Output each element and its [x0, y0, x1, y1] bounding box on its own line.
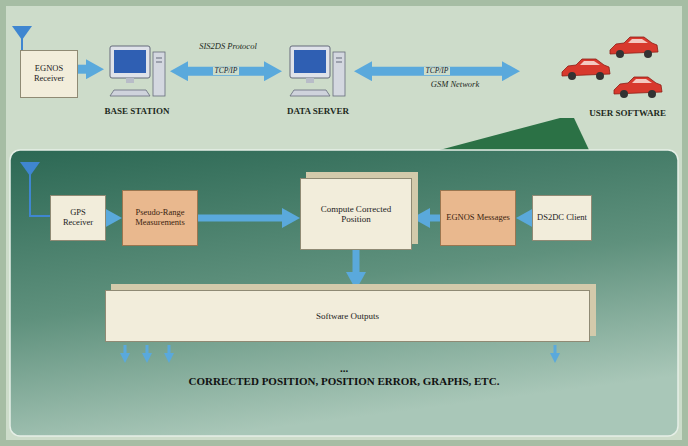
node-label: DS2DC Client	[537, 213, 587, 223]
frame	[3, 3, 685, 443]
flow-arrow	[78, 65, 90, 74]
computer-icon	[290, 46, 345, 96]
receiver-box: EGNOS Receiver	[20, 50, 78, 98]
panel-caption: ...	[340, 362, 348, 375]
flow-arrow	[106, 215, 108, 222]
computer-icon	[110, 46, 165, 96]
protocol-label: SIS2DS Protocol	[198, 42, 258, 51]
node-label: DATA SERVER	[287, 106, 349, 116]
node-label: USER SOFTWARE	[589, 108, 666, 118]
output-box: Software Outputs	[105, 290, 590, 342]
user-cars: USER SOFTWARE	[520, 30, 674, 120]
process-box: DS2DC Client	[532, 195, 592, 241]
car-icon	[614, 77, 662, 98]
data-box: Pseudo-Range Measurements	[122, 190, 198, 246]
node-label: EGNOS Messages	[446, 213, 510, 223]
edge-label: TCP/IP	[424, 67, 451, 75]
process-box: GPS Receiver	[50, 195, 106, 241]
protocol-label: GSM Network	[410, 80, 500, 89]
car-icon	[562, 59, 610, 80]
edge-label: TCP/IP	[213, 67, 240, 75]
gps-antenna	[20, 162, 50, 216]
data-box: EGNOS Messages	[440, 190, 516, 246]
panel-caption: CORRECTED POSITION, POSITION ERROR, GRAP…	[189, 375, 500, 388]
top-antenna	[12, 26, 32, 50]
software-panel: ...CORRECTED POSITION, POSITION ERROR, G…	[10, 150, 678, 436]
computer-station: BASE STATION	[104, 40, 170, 118]
panel-ground	[10, 150, 678, 436]
flow-arrow	[368, 67, 506, 76]
flow-arrow	[184, 67, 268, 76]
computer-station: DATA SERVER	[282, 40, 354, 118]
node-label: Software Outputs	[316, 311, 379, 321]
process-box: Compute Corrected Position	[300, 178, 412, 250]
node-label: GPS Receiver	[55, 208, 101, 228]
node-label: Compute Corrected Position	[305, 204, 407, 225]
node-label: EGNOS Receiver	[25, 64, 73, 84]
flow-arrow	[353, 250, 360, 276]
node-label: BASE STATION	[105, 106, 170, 116]
output-arrows	[125, 345, 555, 358]
car-icon	[610, 37, 658, 58]
zoom-wedge	[432, 118, 590, 152]
flow-arrow	[198, 215, 286, 222]
flow-arrow	[426, 215, 440, 222]
node-label: Pseudo-Range Measurements	[127, 208, 193, 228]
